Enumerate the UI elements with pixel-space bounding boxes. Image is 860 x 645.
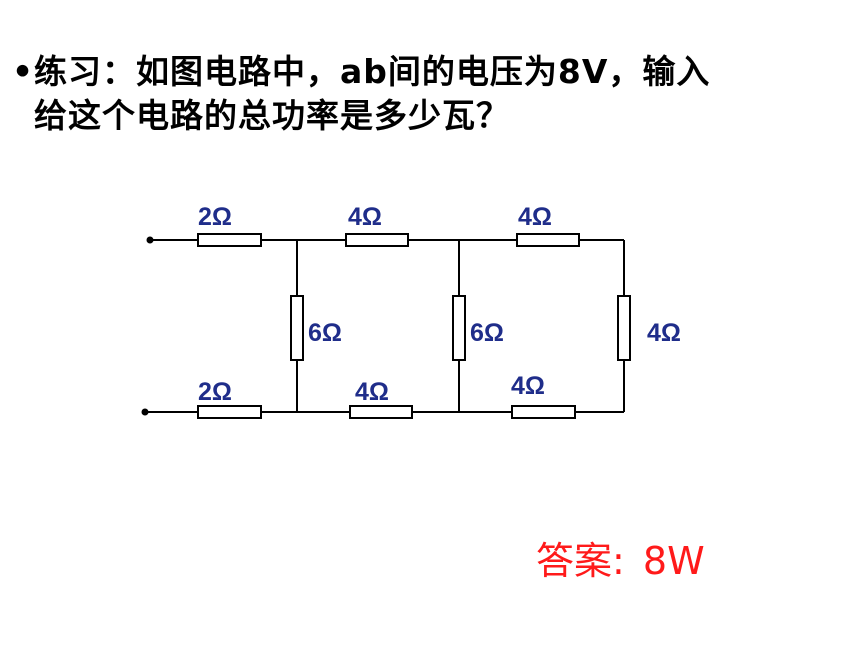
resistor-vertical-left bbox=[290, 295, 304, 361]
label-top-left: 2Ω bbox=[198, 203, 232, 231]
label-bottom-left: 2Ω bbox=[198, 378, 232, 406]
bullet: • bbox=[12, 52, 35, 91]
label-top-middle: 4Ω bbox=[348, 203, 382, 231]
answer: 答案: 8W bbox=[536, 530, 705, 585]
label-vertical-right: 4Ω bbox=[647, 319, 681, 347]
question-line-2: 给这个电路的总功率是多少瓦？ bbox=[34, 96, 510, 135]
label-bottom-right: 4Ω bbox=[511, 372, 545, 400]
resistor-bottom-right bbox=[511, 405, 576, 419]
label-bottom-middle: 4Ω bbox=[355, 378, 389, 406]
resistor-top-left bbox=[197, 233, 262, 247]
resistor-top-right bbox=[516, 233, 580, 247]
resistor-bottom-left bbox=[197, 405, 262, 419]
answer-value: 8W bbox=[642, 539, 705, 583]
label-top-right: 4Ω bbox=[518, 203, 552, 231]
vertical-wires bbox=[296, 240, 625, 412]
resistor-top-middle bbox=[345, 233, 409, 247]
resistor-bottom-middle bbox=[349, 405, 413, 419]
label-vertical-middle: 6Ω bbox=[470, 319, 504, 347]
question-line-1: 练习：如图电路中，ab间的电压为8V，输入 bbox=[34, 52, 711, 91]
resistor-vertical-right bbox=[617, 295, 631, 361]
resistor-vertical-middle bbox=[452, 295, 466, 361]
label-vertical-left: 6Ω bbox=[308, 319, 342, 347]
answer-label: 答案: bbox=[536, 539, 625, 583]
